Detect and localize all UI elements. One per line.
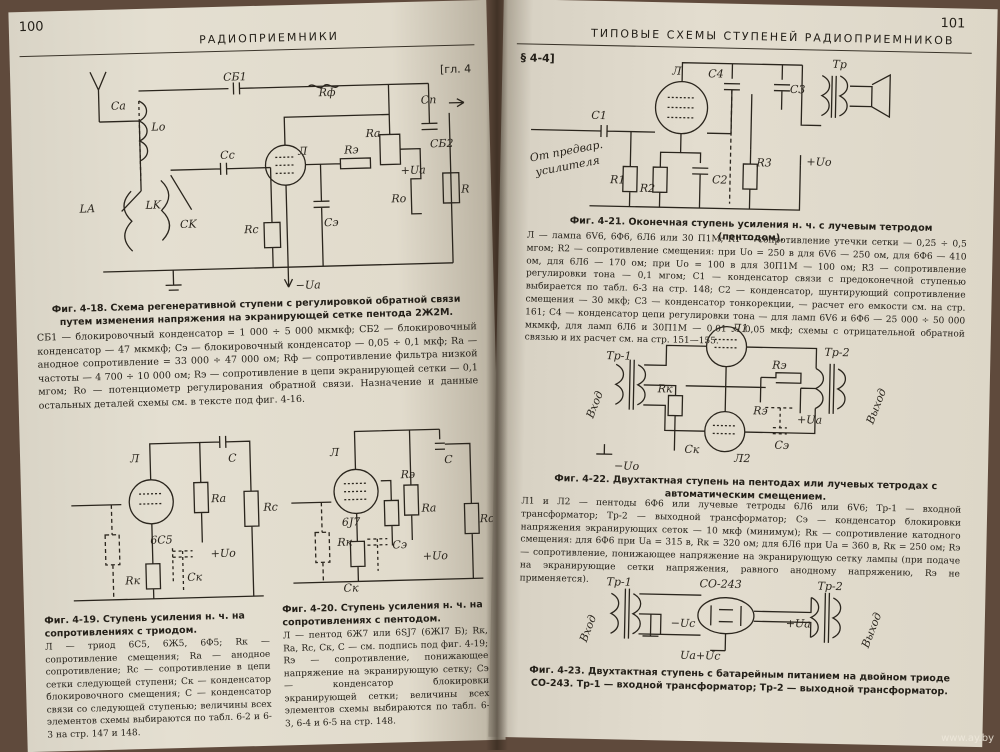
svg-text:Л: Л bbox=[671, 64, 682, 77]
svg-text:−Uо: −Uо bbox=[614, 459, 640, 473]
svg-text:Cэ: Cэ bbox=[392, 538, 407, 551]
svg-text:Rэ: Rэ bbox=[771, 359, 787, 372]
svg-text:Rэ: Rэ bbox=[399, 468, 415, 481]
svg-text:+Uо: +Uо bbox=[806, 155, 832, 169]
svg-text:Rэ: Rэ bbox=[752, 404, 768, 417]
page-number-right: 101 bbox=[940, 16, 966, 32]
fig-4-20-schematic: Л C 6J7 Rэ Rа Rс Rк Cэ Cк +Uо bbox=[291, 428, 494, 595]
svg-text:R1: R1 bbox=[609, 173, 626, 186]
svg-text:Тр-1: Тр-1 bbox=[606, 349, 631, 363]
svg-text:Rэ: Rэ bbox=[343, 143, 359, 156]
svg-text:6С5: 6С5 bbox=[150, 533, 173, 547]
svg-text:Выход: Выход bbox=[863, 387, 889, 427]
svg-text:Л: Л bbox=[329, 446, 340, 459]
running-head-right: ТИПОВЫЕ СХЕМЫ СТУПЕНЕЙ РАДИОПРИЕМНИКОВ bbox=[590, 26, 955, 48]
svg-text:CK: CK bbox=[180, 218, 198, 231]
svg-text:+Uо: +Uо bbox=[423, 549, 449, 563]
svg-text:Л2: Л2 bbox=[733, 452, 750, 465]
svg-text:Rк: Rк bbox=[124, 574, 141, 587]
svg-text:Rа: Rа bbox=[210, 492, 226, 505]
svg-text:−Uа: −Uа bbox=[295, 278, 320, 292]
svg-text:Rа: Rа bbox=[420, 501, 436, 514]
svg-text:СБ2: СБ2 bbox=[430, 137, 454, 151]
svg-text:+Uа: +Uа bbox=[797, 413, 822, 427]
svg-text:Тр-2: Тр-2 bbox=[817, 580, 842, 594]
svg-text:Cа: Cа bbox=[111, 99, 126, 112]
svg-text:Rс: Rс bbox=[262, 501, 278, 514]
svg-text:Cс: Cс bbox=[220, 149, 235, 162]
svg-text:Тр: Тр bbox=[832, 58, 847, 71]
svg-text:C1: C1 bbox=[591, 109, 607, 122]
fig-4-22-schematic: Л1 Тр-1 Тр-2 Вход Выход Rк Rэ Rэ +Uа Cэ … bbox=[583, 322, 889, 473]
svg-text:+Uо: +Uо bbox=[210, 547, 236, 561]
svg-text:Вход: Вход bbox=[583, 389, 606, 421]
svg-text:Rф: Rф bbox=[317, 86, 336, 99]
fig-4-20-description: Л — пентод 6Ж7 или 6SJ7 (6ЖI7 Б); Rк, Rа… bbox=[282, 626, 490, 729]
svg-text:Вход: Вход bbox=[577, 613, 600, 645]
svg-text:Rк: Rк bbox=[336, 536, 353, 549]
running-head-left: РАДИОПРИЕМНИКИ bbox=[199, 29, 340, 47]
svg-text:−Uс: −Uс bbox=[671, 617, 696, 631]
svg-text:Uа+Uс: Uа+Uс bbox=[680, 649, 721, 663]
svg-text:Л: Л bbox=[297, 145, 308, 158]
book-gutter bbox=[486, 0, 508, 750]
svg-text:Л1: Л1 bbox=[731, 322, 748, 335]
svg-text:СО-243: СО-243 bbox=[699, 577, 741, 591]
svg-text:LА: LА bbox=[78, 202, 95, 215]
svg-text:Rк: Rк bbox=[657, 382, 674, 395]
fig-4-18-description: СБ1 — блокировочный конденсатор = 1 000 … bbox=[36, 321, 479, 412]
svg-text:R3: R3 bbox=[755, 156, 772, 169]
svg-text:C2: C2 bbox=[712, 173, 728, 186]
fig-4-21-schematic: Л C4 C3 Тр C1 От предвар. усилителя R1 R… bbox=[529, 58, 891, 211]
fig-4-20-caption: Фиг. 4-20. Ступень усиления н. ч. на соп… bbox=[281, 599, 483, 629]
svg-text:LK: LK bbox=[144, 198, 162, 211]
svg-text:Cэ: Cэ bbox=[774, 439, 789, 452]
right-page: 101 ТИПОВЫЕ СХЕМЫ СТУПЕНЕЙ РАДИОПРИЕМНИК… bbox=[488, 0, 998, 748]
fig-4-18-schematic: Cа Lо СБ1 Rф Cс Л Rэ Rа Cп СБ2 +Uа Rо R … bbox=[78, 70, 470, 292]
watermark: www.ay.by bbox=[941, 733, 994, 744]
svg-text:6J7: 6J7 bbox=[342, 515, 361, 528]
fig-4-23-schematic: Тр-1 СО-243 Тр-2 Вход −Uс Uа+Uс +Uа Выхо… bbox=[577, 575, 885, 663]
svg-text:Л: Л bbox=[129, 452, 140, 465]
svg-text:+Uа: +Uа bbox=[401, 164, 426, 178]
svg-text:СБ1: СБ1 bbox=[223, 70, 247, 84]
svg-text:Тр-1: Тр-1 bbox=[606, 575, 631, 589]
svg-text:Rс: Rс bbox=[243, 223, 259, 236]
svg-text:R: R bbox=[460, 182, 470, 195]
svg-text:Cп: Cп bbox=[421, 93, 437, 106]
fig-4-19-description: Л — триод 6С5, 6Ж5, 6Ф5; Rк — сопротивле… bbox=[44, 636, 273, 741]
svg-text:Тр-2: Тр-2 bbox=[824, 346, 849, 360]
svg-text:C: C bbox=[444, 453, 453, 466]
fig-4-19-schematic: Л C 6С5 Rа Rс +Uо Rк Cк bbox=[71, 435, 278, 602]
svg-text:C4: C4 bbox=[708, 67, 724, 80]
svg-text:Выход: Выход bbox=[859, 611, 885, 651]
svg-text:Rо: Rо bbox=[390, 192, 407, 205]
svg-text:Cэ: Cэ bbox=[324, 216, 339, 229]
left-page: 100 РАДИОПРИЕМНИКИ [гл. 4 bbox=[8, 0, 506, 752]
svg-text:+Uа: +Uа bbox=[786, 617, 811, 631]
svg-text:Cк: Cк bbox=[187, 570, 203, 583]
svg-text:C3: C3 bbox=[790, 83, 806, 96]
svg-text:Lо: Lо bbox=[150, 120, 166, 133]
svg-text:Cк: Cк bbox=[684, 443, 700, 456]
svg-text:Cк: Cк bbox=[343, 581, 359, 594]
svg-text:C: C bbox=[228, 452, 237, 465]
svg-text:Rа: Rа bbox=[365, 127, 381, 140]
svg-text:R2: R2 bbox=[639, 182, 656, 195]
page-number-left: 100 bbox=[18, 19, 44, 36]
